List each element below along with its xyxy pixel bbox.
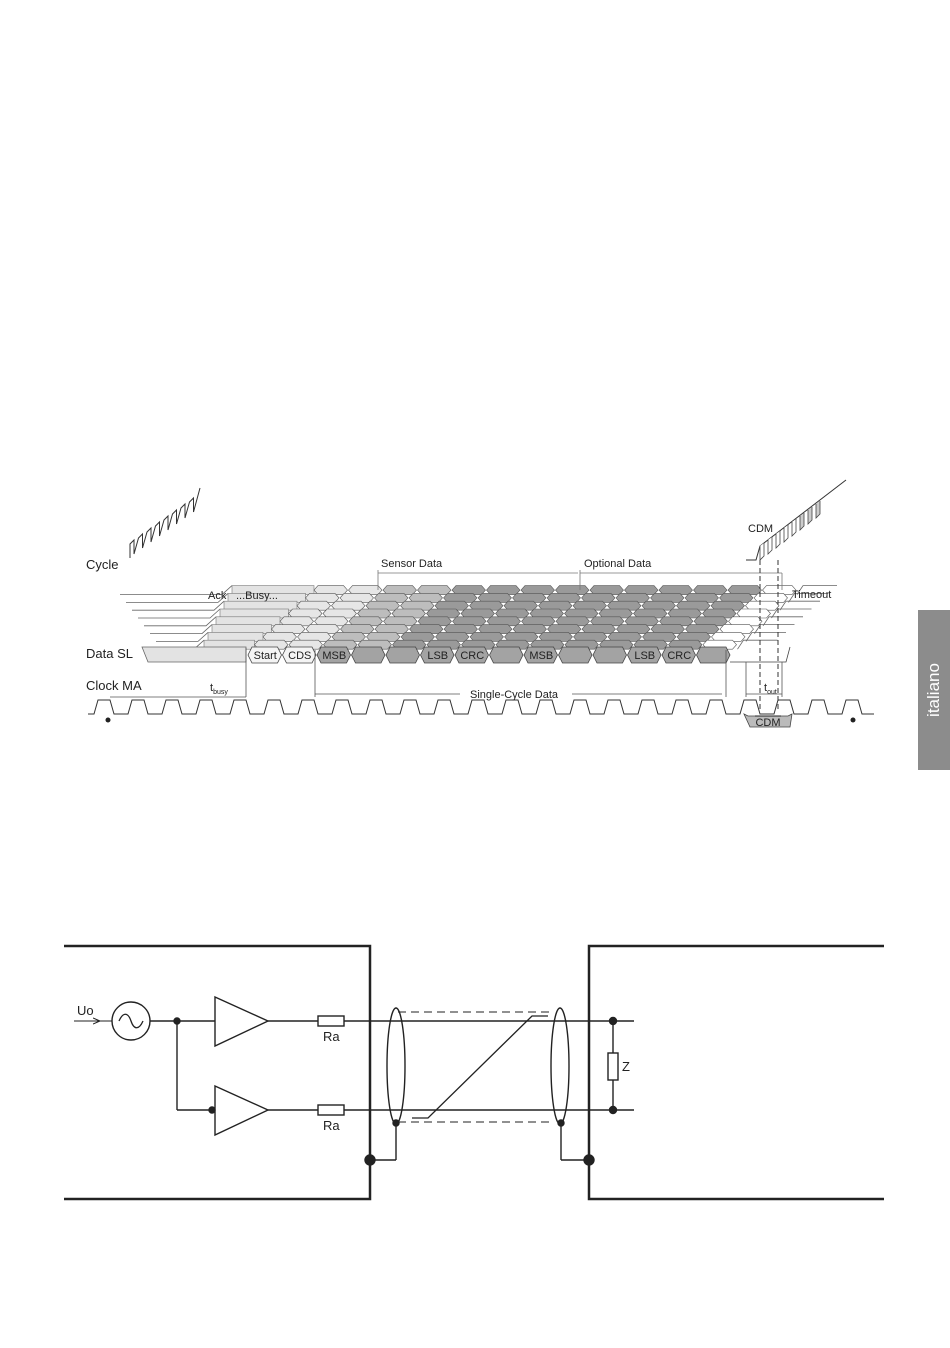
- front-busy-bar: [142, 647, 246, 662]
- twisted-pair: [412, 1016, 548, 1118]
- amplifier-top-icon: [215, 997, 268, 1046]
- single-cycle-data-label: Single-Cycle Data: [470, 689, 559, 701]
- load-label: Z: [622, 1059, 630, 1074]
- front-cell: [593, 647, 627, 663]
- front-cell-label: LSB: [634, 650, 655, 662]
- timing-diagram: Start CDS MSB LSB CRC MSB LSB CRC: [86, 480, 874, 729]
- cdm-bottom-label: CDM: [755, 717, 780, 729]
- clock-ma-label: Clock MA: [86, 678, 142, 693]
- timeout-label: Timeout: [792, 589, 831, 601]
- front-cell-label: LSB: [427, 650, 448, 662]
- cable-clamp-left: [387, 1008, 405, 1124]
- data-sl-label: Data SL: [86, 646, 133, 661]
- sensor-data-label: Sensor Data: [381, 558, 443, 570]
- front-cell-label: CRC: [460, 650, 484, 662]
- front-cell-label: MSB: [322, 650, 346, 662]
- resistor-top-label: Ra: [323, 1029, 340, 1044]
- cdm-step: [800, 513, 804, 530]
- layer-tail: [738, 640, 778, 649]
- busy-label: ...Busy...: [236, 590, 278, 602]
- amplifier-bottom-icon: [215, 1086, 268, 1135]
- front-cell: [386, 647, 420, 663]
- front-cell: [559, 647, 593, 663]
- front-cell-label: CRC: [667, 650, 691, 662]
- clock-waveform: CDM: [88, 700, 874, 729]
- clock-start-dot: [106, 718, 111, 723]
- t-out-subscript: out: [767, 689, 777, 696]
- t-out-label: tout: [764, 682, 777, 696]
- front-data-row: Start CDS MSB LSB CRC MSB LSB CRC: [142, 647, 790, 663]
- cdm-step: [816, 501, 820, 518]
- t-busy-label: tbusy: [210, 682, 228, 696]
- receiver-box: [589, 946, 884, 1199]
- clock-signal: [88, 700, 874, 714]
- t-busy-subscript: busy: [213, 689, 228, 696]
- front-cell: [490, 647, 524, 663]
- front-cell-label: MSB: [529, 650, 553, 662]
- cdm-staircase: [746, 480, 846, 560]
- cycle-staircase: [130, 488, 200, 558]
- optional-data-label: Optional Data: [584, 558, 652, 570]
- language-tab[interactable]: italiano: [918, 610, 950, 770]
- resistor-bottom-label: Ra: [323, 1118, 340, 1133]
- source-label: Uo: [77, 1003, 94, 1018]
- front-cell: [352, 647, 386, 663]
- cdm-top-label: CDM: [748, 523, 773, 535]
- data-layers: [120, 586, 837, 650]
- cycle-staircase-line: [130, 488, 200, 558]
- cable-clamp-right: [551, 1008, 569, 1124]
- resistor-bottom-icon: [318, 1105, 344, 1115]
- ack-label: Ack: [208, 590, 227, 602]
- front-cell-label: CDS: [288, 650, 311, 662]
- resistor-top-icon: [318, 1016, 344, 1026]
- clock-end-dot: [851, 718, 856, 723]
- front-cell-label: Start: [254, 650, 277, 662]
- circuit-diagram: Uo Ra Ra Z: [64, 946, 884, 1199]
- language-tab-label: italiano: [924, 663, 944, 717]
- transmitter-box: [64, 946, 370, 1199]
- front-cell: [697, 647, 731, 663]
- cycle-label: Cycle: [86, 557, 119, 572]
- cable-shield: [398, 1012, 550, 1122]
- load-resistor-icon: [608, 1053, 618, 1080]
- cdm-step: [808, 507, 812, 524]
